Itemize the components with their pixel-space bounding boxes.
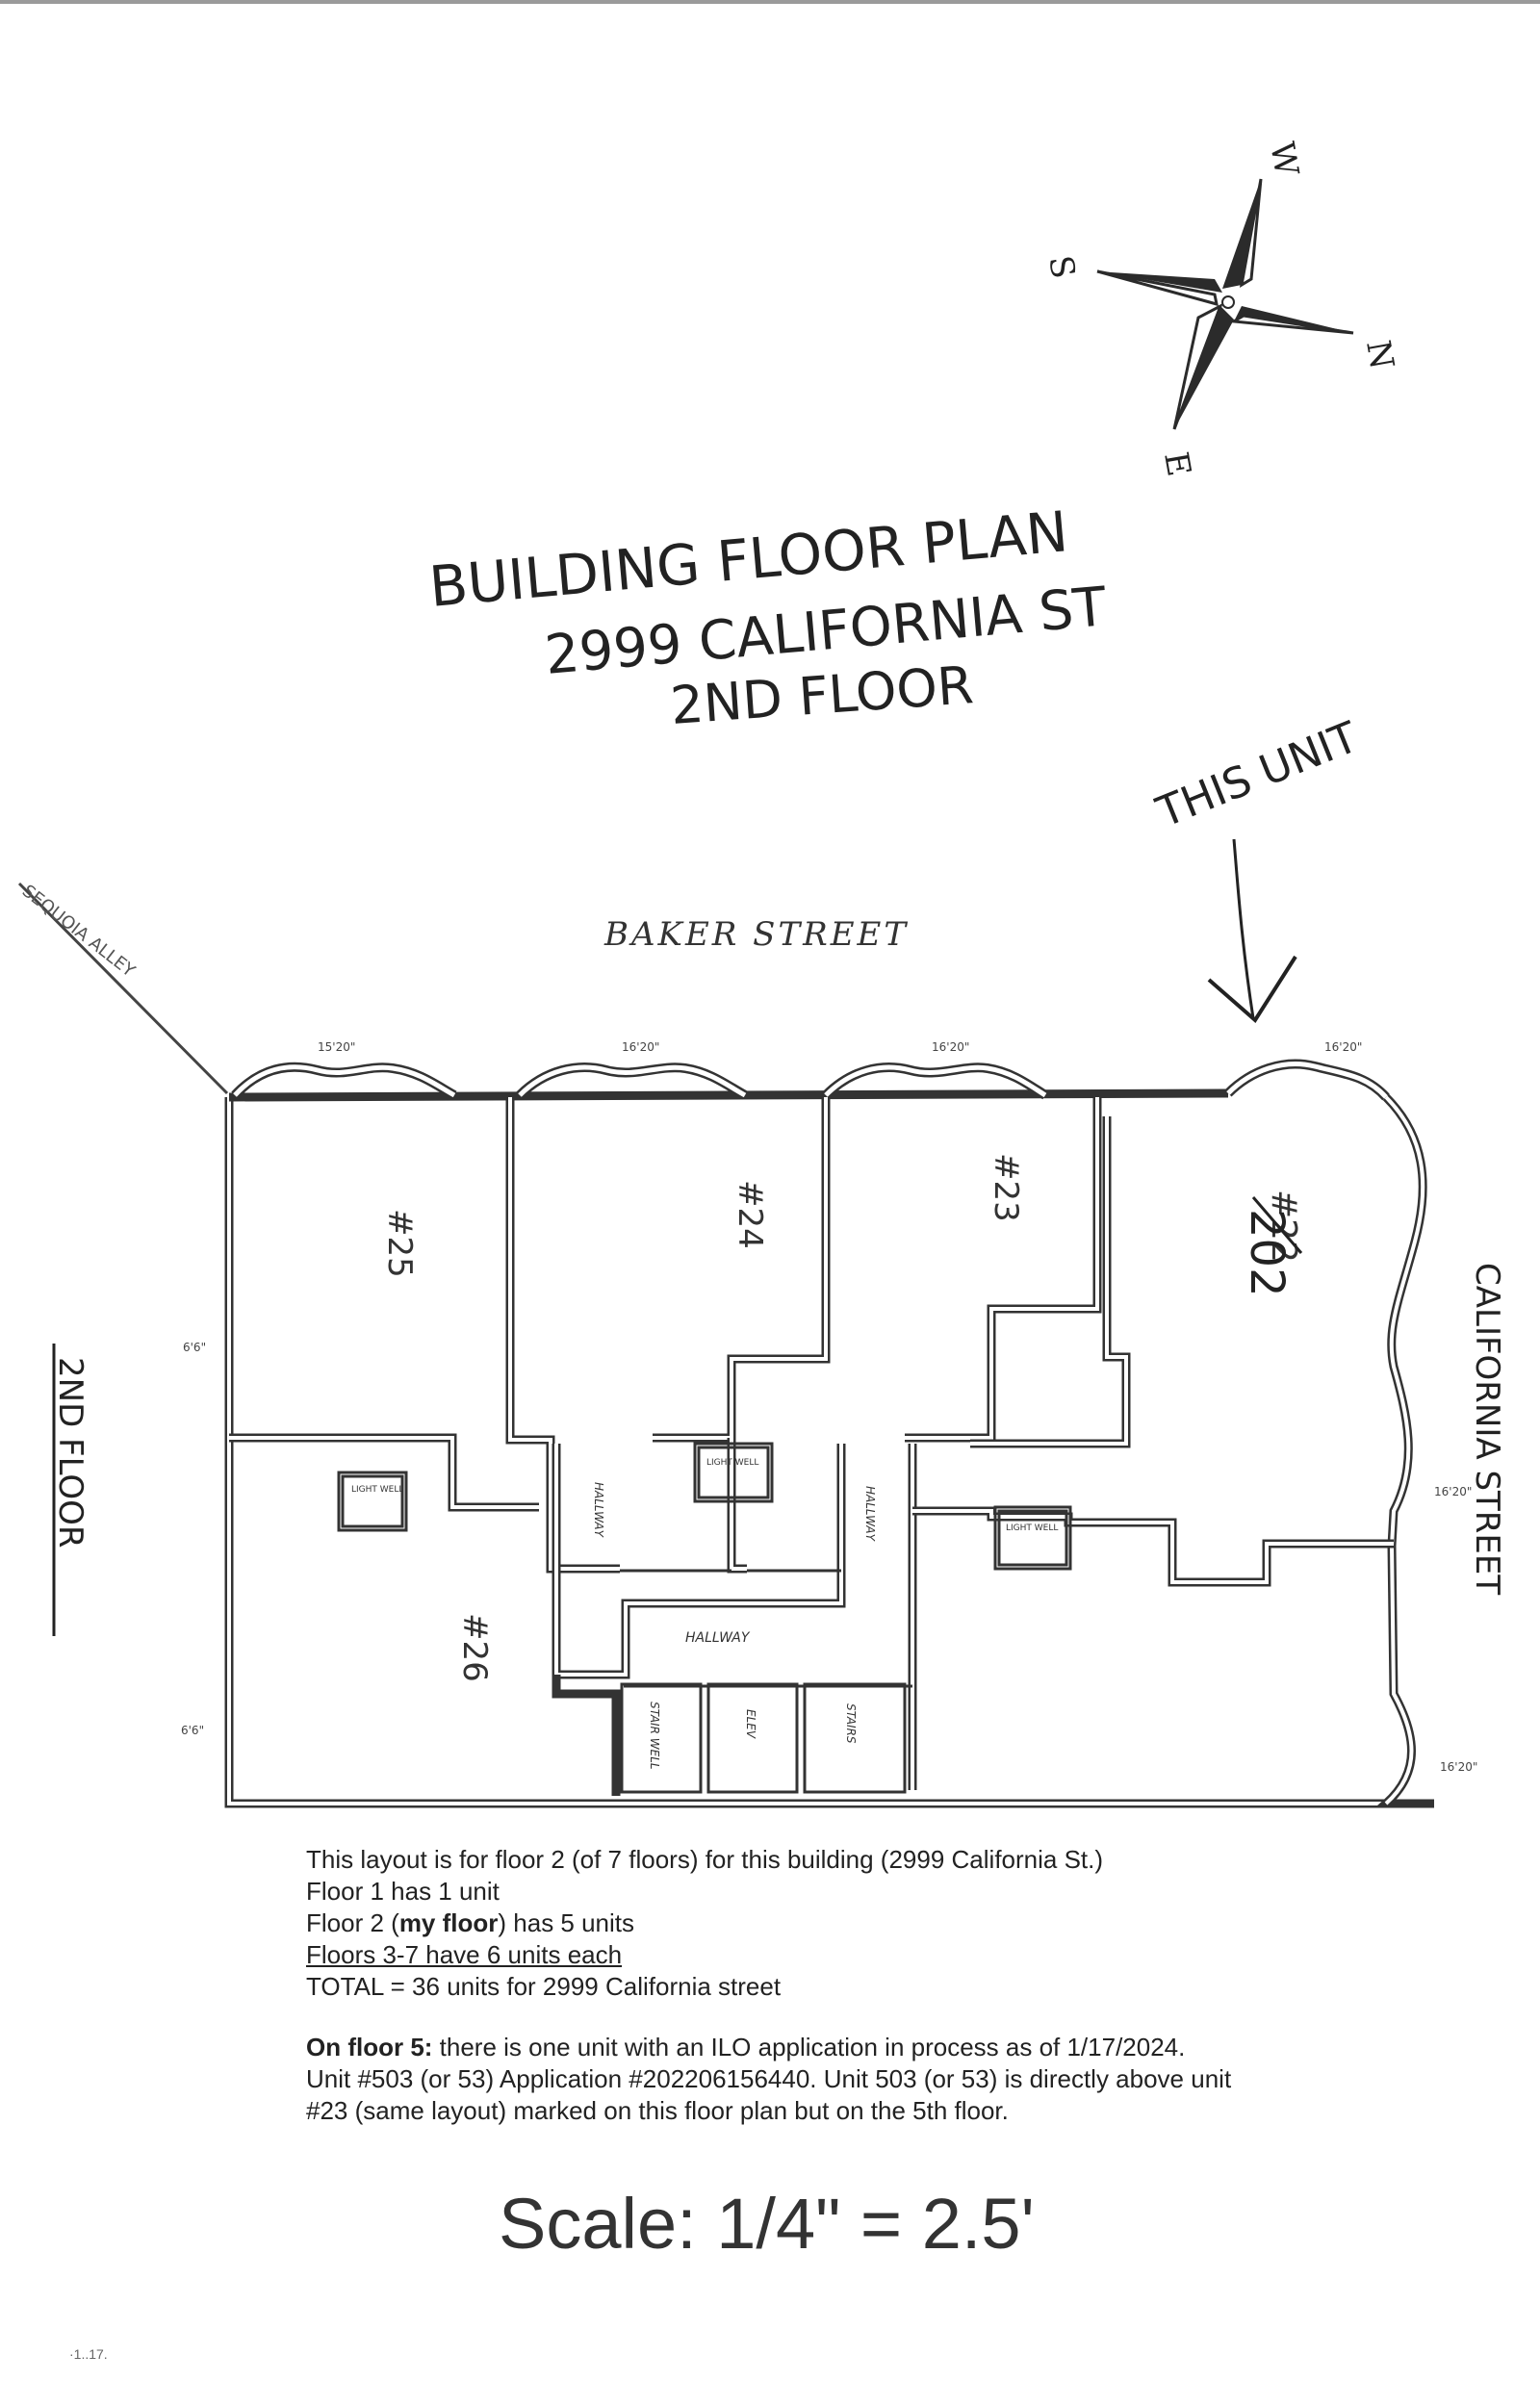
stairs-label: STAIRS xyxy=(844,1703,858,1744)
stair-well-label: STAIR WELL xyxy=(648,1702,661,1770)
arrow-head xyxy=(1207,955,1297,1024)
scale-label: Scale: 1/4" = 2.5' xyxy=(499,2184,1035,2264)
notes-block: This layout is for floor 2 (of 7 floors)… xyxy=(306,1844,1423,2127)
compass-n: N xyxy=(1358,338,1401,372)
light-well-1-label: LIGHT WELL xyxy=(351,1485,403,1495)
light-well-2-label: LIGHT WELL xyxy=(706,1458,758,1468)
floor-side-label: 2ND FLOOR xyxy=(51,1357,90,1549)
scan-edge xyxy=(0,0,1540,4)
california-street-label: CALIFORNIA STREET xyxy=(1468,1263,1506,1595)
note-para-2-line-3: #23 (same layout) marked on this floor p… xyxy=(306,2096,1009,2125)
note-line-4-underlined: Floors 3-7 have 6 units each xyxy=(306,1940,623,1969)
hallway-left-label: HALLWAY xyxy=(592,1482,605,1539)
hallway-label: HALLWAY xyxy=(685,1630,751,1646)
note-line-4: Floors 3-7 have 6 units each xyxy=(306,1939,1423,1971)
note-line-3-pre: Floor 2 ( xyxy=(306,1908,399,1937)
hallway-right-label: HALLWAY xyxy=(863,1486,877,1543)
note-line-2: Floor 1 has 1 unit xyxy=(306,1877,500,1906)
unit-26-label: #26 xyxy=(455,1613,494,1682)
dimension-ticks: 15'20" 16'20" 16'20" 16'20" 6'6" 6'6" 16… xyxy=(181,1040,1477,1774)
note-line-5: TOTAL = 36 units for 2999 California str… xyxy=(306,1972,782,2001)
compass-w: W xyxy=(1262,140,1305,179)
note-line-3: Floor 2 (my floor) has 5 units xyxy=(306,1907,1423,1939)
interior-walls xyxy=(229,1097,1394,1796)
unit-22-label: #22 xyxy=(1264,1190,1303,1263)
elev-label: ELEV xyxy=(744,1709,757,1739)
svg-text:16'20": 16'20" xyxy=(1434,1485,1472,1498)
baker-street-label: BAKER STREET xyxy=(603,915,909,954)
compass-s: S xyxy=(1040,253,1082,282)
svg-text:15'20": 15'20" xyxy=(318,1040,355,1054)
unit-23-label: #23 xyxy=(987,1153,1025,1222)
svg-text:16'20": 16'20" xyxy=(1324,1040,1362,1054)
note-para-2-line-1: On floor 5: there is one unit with an IL… xyxy=(306,2032,1423,2063)
this-unit-label: THIS UNIT xyxy=(1149,713,1365,838)
alley-line xyxy=(17,882,229,1095)
compass-rose: W S N E xyxy=(1040,140,1401,479)
unit-202-label: 202 xyxy=(1240,1209,1294,1297)
note-line-1: This layout is for floor 2 (of 7 floors)… xyxy=(306,1845,1104,1874)
this-unit-arrow xyxy=(1232,838,1255,1019)
alley-label: SEQUOIA ALLEY xyxy=(18,881,140,982)
svg-text:16'20": 16'20" xyxy=(932,1040,969,1054)
note-line-3-post: ) has 5 units xyxy=(498,1908,635,1937)
note-para-2-bold: On floor 5: xyxy=(306,2033,433,2061)
bay-windows xyxy=(231,1059,1390,1101)
svg-text:6'6": 6'6" xyxy=(181,1724,204,1737)
light-well-3-label: LIGHT WELL xyxy=(1006,1523,1058,1533)
note-para-2-text: there is one unit with an ILO applicatio… xyxy=(432,2033,1186,2061)
svg-text:6'6": 6'6" xyxy=(183,1341,206,1354)
svg-text:16'20": 16'20" xyxy=(1440,1760,1477,1774)
svg-text:16'20": 16'20" xyxy=(622,1040,659,1054)
unit-25-label: #25 xyxy=(380,1209,419,1278)
building-outline xyxy=(224,1088,1434,1808)
unit-22-strike xyxy=(1251,1196,1303,1254)
unit-24-label: #24 xyxy=(731,1180,769,1249)
note-line-3-bold: my floor xyxy=(398,1908,499,1937)
note-para-2-line-2: Unit #503 (or 53) Application #202206156… xyxy=(306,2064,1232,2093)
compass-e: E xyxy=(1156,449,1198,479)
corner-mark: ·1..17. xyxy=(69,2346,108,2362)
